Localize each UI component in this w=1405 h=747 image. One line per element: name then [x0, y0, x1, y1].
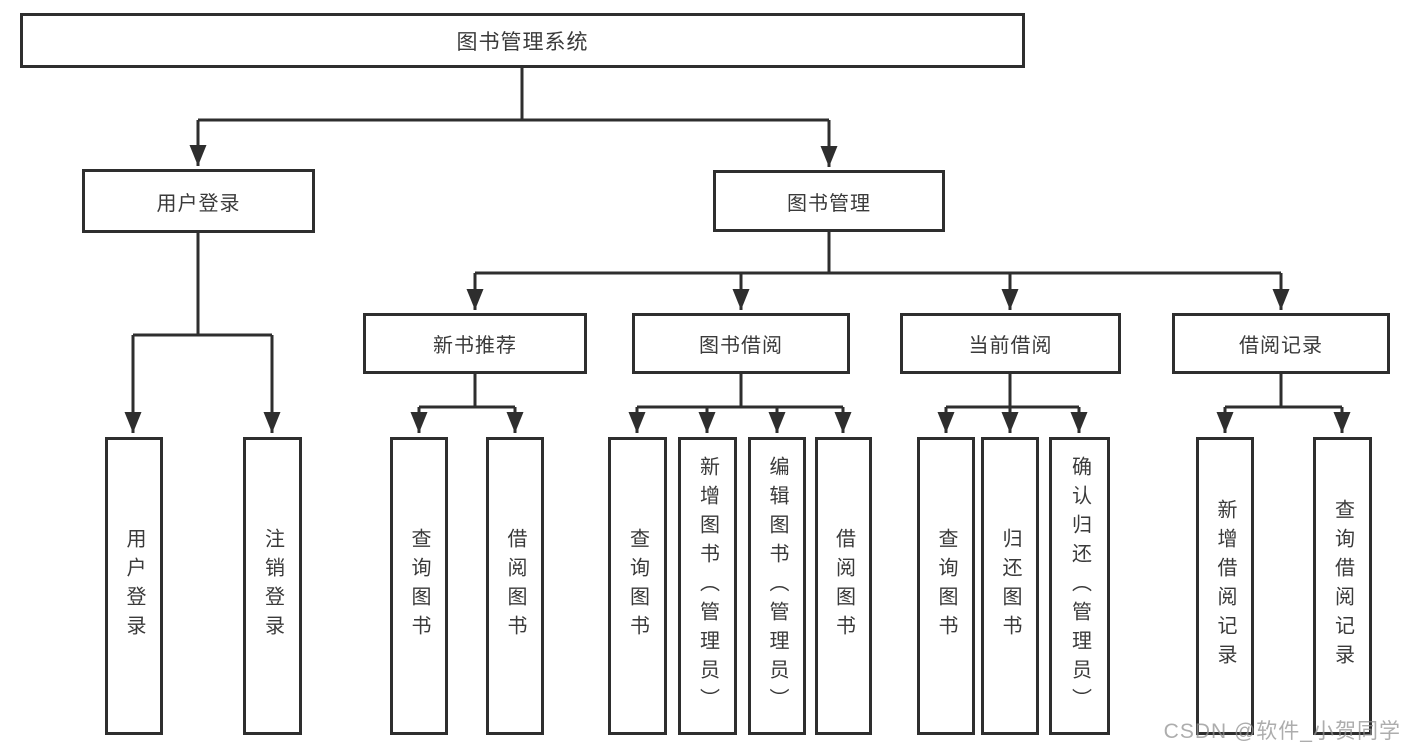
- node-label: 新增借阅记录: [1214, 499, 1236, 673]
- node-label: 确认归还（管理员）: [1068, 455, 1091, 717]
- connector-bookborrow-rail: [637, 374, 843, 409]
- csdn-watermark: CSDN @软件_小贺同学: [1163, 720, 1401, 743]
- node-label: 借阅记录: [1239, 335, 1323, 357]
- node-root-system: 图书管理系统: [20, 13, 1025, 68]
- node-current-borrowing: 当前借阅: [900, 313, 1121, 374]
- node-label: 当前借阅: [968, 335, 1053, 357]
- node-leaf-borrow-books-2: 借阅图书: [815, 437, 872, 735]
- node-label: 图书管理: [787, 192, 871, 215]
- node-label: 查询图书: [626, 528, 649, 644]
- node-label: 注销登录: [261, 528, 284, 644]
- node-label: 借阅图书: [832, 528, 855, 644]
- node-label: 查询图书: [935, 528, 957, 644]
- node-label: 编辑图书（管理员）: [766, 455, 788, 717]
- node-leaf-query-books-3: 查询图书: [917, 437, 975, 735]
- connector-newbookrec-rail: [419, 374, 515, 409]
- node-leaf-add-borrow-record: 新增借阅记录: [1196, 437, 1254, 735]
- node-book-borrowing: 图书借阅: [632, 313, 850, 374]
- node-leaf-user-login: 用户登录: [105, 437, 163, 735]
- connector-borrowrec-rail: [1225, 374, 1342, 409]
- node-user-login: 用户登录: [82, 169, 315, 233]
- node-leaf-query-books-2: 查询图书: [608, 437, 667, 735]
- node-leaf-logout: 注销登录: [243, 437, 302, 735]
- node-leaf-add-books-admin: 新增图书（管理员）: [678, 437, 737, 735]
- node-leaf-edit-books-admin: 编辑图书（管理员）: [748, 437, 806, 735]
- node-leaf-query-books-1: 查询图书: [390, 437, 448, 735]
- node-label: 借阅图书: [504, 528, 526, 644]
- connector-root-rail: [198, 68, 829, 122]
- node-label: 查询借阅记录: [1331, 499, 1354, 673]
- node-borrow-records: 借阅记录: [1172, 313, 1390, 374]
- node-label: 查询图书: [408, 528, 430, 644]
- node-label: 图书管理系统: [456, 30, 589, 54]
- connector-curborrow-rail: [946, 374, 1079, 409]
- node-leaf-query-borrow-record: 查询借阅记录: [1313, 437, 1372, 735]
- node-leaf-confirm-return-admin: 确认归还（管理员）: [1049, 437, 1110, 735]
- node-book-management: 图书管理: [713, 170, 945, 232]
- node-label: 归还图书: [999, 528, 1021, 644]
- node-label: 新增图书（管理员）: [696, 455, 719, 717]
- node-new-book-recommend: 新书推荐: [363, 313, 587, 374]
- node-label: 新书推荐: [433, 335, 517, 357]
- node-label: 用户登录: [123, 528, 145, 644]
- connector-userlogin-rail: [133, 233, 272, 337]
- connector-bookmgmt-rail: [475, 232, 1281, 275]
- node-label: 用户登录: [156, 192, 241, 215]
- node-leaf-return-books: 归还图书: [981, 437, 1039, 735]
- node-leaf-borrow-books-1: 借阅图书: [486, 437, 544, 735]
- node-label: 图书借阅: [699, 335, 783, 357]
